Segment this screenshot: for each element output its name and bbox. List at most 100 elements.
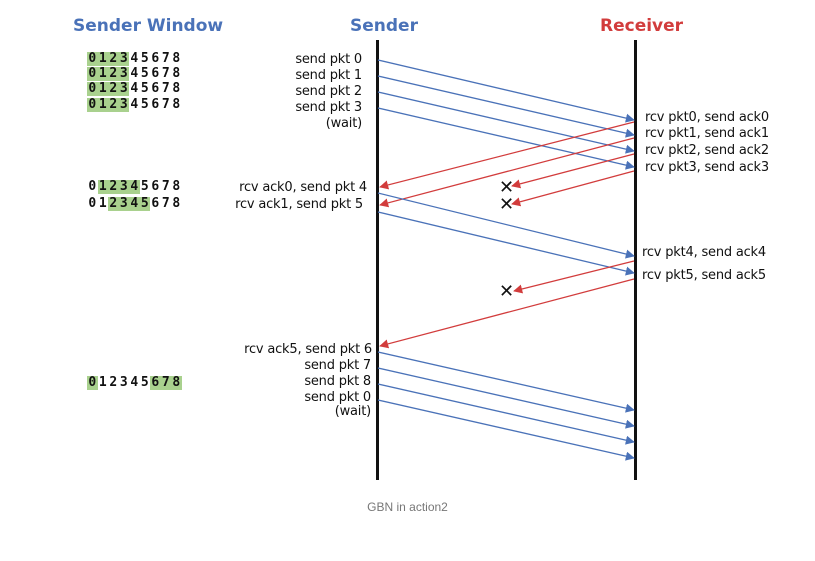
window-seq-number: 2 [108,66,119,81]
window-seq-number: 8 [172,81,181,96]
send-pkt3-arrow [377,107,635,170]
window-seq-number: 4 [129,179,140,194]
window-seq-number: 0 [87,97,98,112]
window-seq-number: 2 [109,375,118,390]
send-pkt0-arrow [377,59,635,123]
receiver-event-label: rcv pkt4, send ack4 [642,245,766,260]
window-seq-number: 3 [119,375,128,390]
sender-event-label: send pkt 3 [295,100,362,115]
send-pkt5-arrow [377,211,635,276]
window-seq-number: 8 [172,51,181,66]
receiver-timeline [634,40,637,480]
window-seq-number: 8 [172,97,181,112]
sender-event-label: rcv ack0, send pkt 4 [239,180,367,195]
window-seq-number: 1 [97,66,108,81]
sender-timeline [376,40,379,480]
window-seq-number: 7 [161,179,170,194]
sender-event-label: rcv ack5, send pkt 6 [244,342,372,357]
window-seq-number: 7 [161,196,170,211]
sender-event-label: send pkt 2 [295,84,362,99]
receiver-event-label: rcv pkt0, send ack0 [645,110,769,125]
window-seq-number: 8 [172,66,181,81]
window-seq-number: 4 [130,97,139,112]
window-seq-number: 5 [139,196,150,211]
window-seq-number: 4 [130,375,139,390]
window-seq-number: 1 [97,81,108,96]
receiver-event-label: rcv pkt1, send ack1 [645,126,769,141]
sender-wait-label: (wait) [334,404,371,419]
window-seq-number: 6 [151,66,160,81]
window-seq-number: 1 [97,179,108,194]
sender-event-label: send pkt 0 [304,390,371,405]
window-seq-number: 6 [151,196,160,211]
window-seq-number: 5 [140,66,149,81]
ack3-lost-arrow [511,170,635,207]
window-seq-number: 2 [108,81,119,96]
window-seq-number: 1 [97,97,108,112]
window-seq-number: 6 [151,179,160,194]
window-seq-number: 7 [161,81,170,96]
loss-x-icon: ✕ [499,281,515,302]
ack0-arrow [379,121,635,190]
sender-event-label: send pkt 8 [304,374,371,389]
receiver-event-label: rcv pkt3, send ack3 [645,160,769,175]
window-seq-number: 3 [118,97,129,112]
window-seq-number: 2 [108,51,119,66]
window-seq-number: 0 [88,179,97,194]
window-seq-number: 1 [98,196,107,211]
window-seq-number: 5 [140,375,149,390]
ack2-lost-arrow [511,153,635,189]
ack5-arrow [379,278,635,349]
window-seq-number: 7 [161,97,170,112]
window-seq-number: 3 [118,81,129,96]
send-pkt6-arrow [377,351,635,413]
receiver-event-label: rcv pkt2, send ack2 [645,143,769,158]
send-pkt4-arrow [377,192,635,259]
window-seq-number: 4 [130,66,139,81]
sender-window-title: Sender Window [73,16,224,36]
window-seq-number: 8 [171,375,182,390]
window-seq-number: 3 [118,66,129,81]
sender-event-label: send pkt 0 [295,52,362,67]
send-pkt8-arrow [377,383,635,445]
window-seq-number: 7 [160,375,171,390]
window-seq-number: 0 [88,196,97,211]
sender-event-label: rcv ack1, send pkt 5 [235,197,363,212]
window-seq-number: 6 [151,51,160,66]
figure-caption: GBN in action2 [367,500,448,514]
sender-event-label: send pkt 7 [304,358,371,373]
window-seq-number: 5 [140,81,149,96]
window-seq-number: 0 [87,375,98,390]
window-seq-number: 6 [151,97,160,112]
sender-wait-label: (wait) [325,116,362,131]
ack1-arrow [379,137,635,208]
window-seq-number: 5 [140,97,149,112]
window-seq-number: 0 [87,81,98,96]
receiver-title: Receiver [600,16,684,36]
window-seq-number: 5 [140,179,149,194]
window-seq-number: 1 [98,375,107,390]
sender-event-label: send pkt 1 [295,68,362,83]
window-seq-number: 3 [118,196,129,211]
send-pkt0-again-arrow [377,399,635,461]
window-seq-number: 2 [108,179,119,194]
window-seq-number: 4 [129,196,140,211]
loss-x-icon: ✕ [499,177,515,198]
window-seq-number: 7 [161,51,170,66]
send-pkt1-arrow [377,75,635,138]
window-seq-number: 4 [130,81,139,96]
loss-x-icon: ✕ [499,194,515,215]
window-seq-number: 5 [140,51,149,66]
window-seq-number: 3 [118,179,129,194]
ack4-lost-arrow [513,260,635,294]
window-seq-number: 7 [161,66,170,81]
window-seq-number: 1 [97,51,108,66]
window-seq-number: 2 [108,196,119,211]
